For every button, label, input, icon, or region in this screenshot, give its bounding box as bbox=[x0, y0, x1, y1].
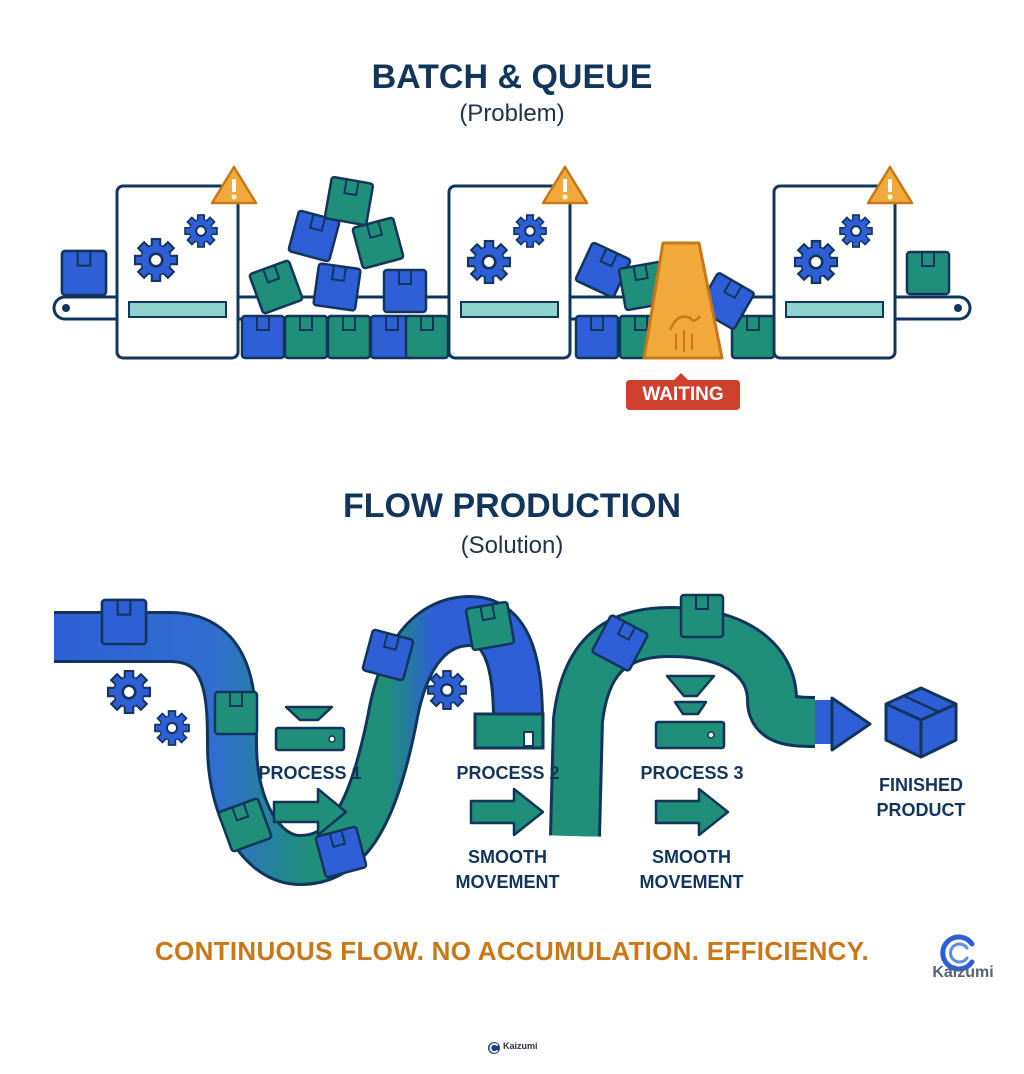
gear-icon bbox=[512, 213, 548, 249]
waiting-label: WAITING bbox=[642, 384, 724, 405]
station-2 bbox=[447, 184, 572, 360]
gear-icon bbox=[466, 239, 512, 285]
gear-icon bbox=[793, 239, 839, 285]
box-icon bbox=[905, 250, 951, 296]
gear-icon bbox=[106, 669, 152, 715]
gear-icon bbox=[133, 237, 179, 283]
box-icon bbox=[100, 598, 148, 646]
top-section-title: BATCH & QUEUE bbox=[371, 58, 653, 96]
arrow-right-icon bbox=[830, 696, 872, 752]
arrow-right-icon bbox=[469, 787, 545, 837]
kaizumi-footer-logo-icon bbox=[488, 1042, 500, 1054]
box-icon bbox=[679, 593, 725, 639]
traffic-cone-icon bbox=[642, 241, 724, 360]
process3-machine bbox=[654, 674, 726, 750]
process2-label: PROCESS 2 bbox=[456, 763, 560, 783]
bottom-section-subtitle: (Solution) bbox=[460, 532, 564, 559]
finished-product-label: FINISHED PRODUCT bbox=[876, 775, 966, 820]
process3-label: PROCESS 3 bbox=[640, 763, 744, 783]
box-icon bbox=[361, 628, 415, 682]
arrow-right-icon bbox=[272, 787, 348, 837]
smooth-movement-label: SMOOTH MOVEMENT bbox=[639, 847, 744, 892]
box-icon bbox=[314, 825, 368, 879]
gear-icon bbox=[838, 213, 874, 249]
box-icon bbox=[464, 600, 516, 652]
process1-label: PROCESS 1 bbox=[258, 763, 362, 783]
arrow-right-icon bbox=[654, 787, 730, 837]
top-section-subtitle: (Problem) bbox=[459, 100, 565, 127]
accumulated-inventory-pile bbox=[240, 175, 450, 360]
station-1 bbox=[115, 184, 240, 360]
footer-brand-name: Kaizumi bbox=[503, 1041, 538, 1051]
tagline: CONTINUOUS FLOW. NO ACCUMULATION. EFFICI… bbox=[154, 936, 870, 966]
bottom-section-title: FLOW PRODUCTION bbox=[342, 487, 682, 525]
box-icon bbox=[213, 690, 259, 736]
station-3 bbox=[772, 184, 897, 360]
gear-icon bbox=[183, 213, 219, 249]
box-icon bbox=[60, 249, 108, 297]
brand-name: Kaizumi bbox=[932, 964, 994, 981]
waiting-badge bbox=[626, 373, 740, 410]
process1-machine bbox=[274, 705, 346, 752]
finished-product-box-icon bbox=[884, 686, 958, 759]
gear-icon bbox=[153, 709, 191, 747]
kaizumi-logo-icon bbox=[940, 934, 975, 972]
smooth-movement-label: SMOOTH MOVEMENT bbox=[455, 847, 560, 892]
gear-icon bbox=[426, 669, 468, 711]
